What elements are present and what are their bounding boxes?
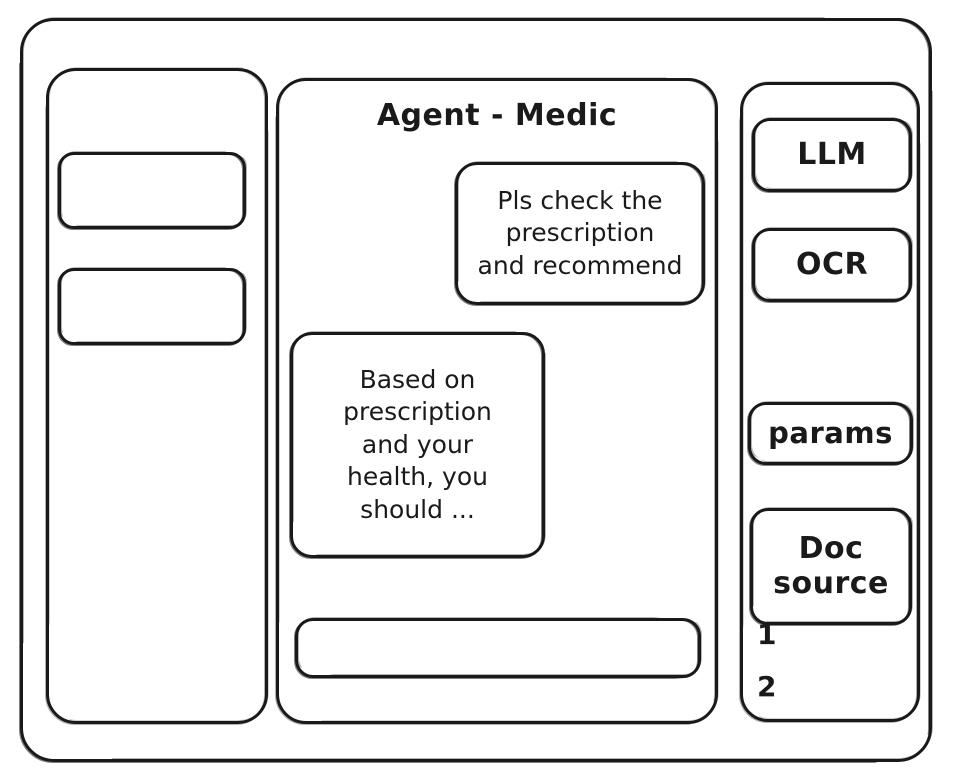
tool-button-doc-source[interactable]: Doc source xyxy=(750,508,912,625)
chat-message-user: Pls check the prescription and recommend xyxy=(455,162,705,305)
history-list-item[interactable] xyxy=(58,268,246,345)
chat-panel-title: Agent - Medic xyxy=(376,98,618,133)
tool-button-ocr[interactable]: OCR xyxy=(752,228,912,302)
chat-message-agent: Based on prescription and your health, y… xyxy=(290,332,545,558)
tool-button-llm[interactable]: LLM xyxy=(752,118,912,192)
history-list-item[interactable] xyxy=(58,152,246,229)
tool-button-params[interactable]: params xyxy=(748,402,913,465)
message-input[interactable] xyxy=(295,618,701,678)
doc-source-item[interactable]: 1 xyxy=(757,618,777,651)
doc-source-item[interactable]: 2 xyxy=(757,670,777,703)
